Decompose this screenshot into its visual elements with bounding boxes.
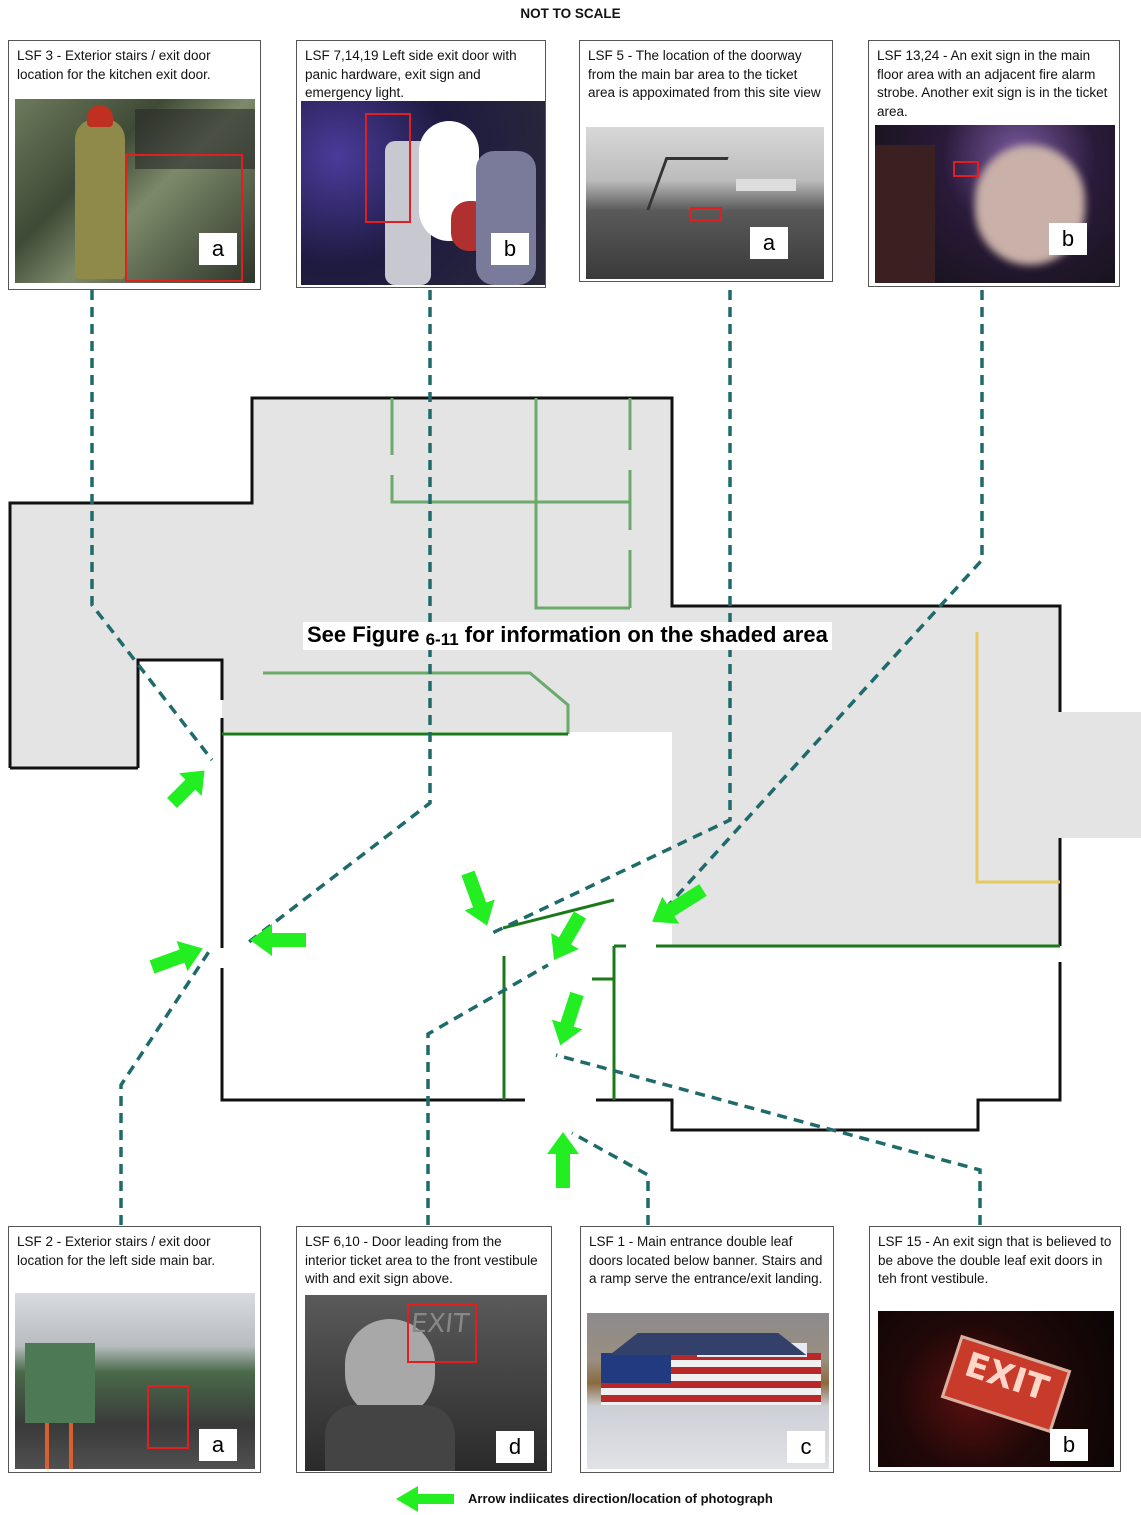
legend-arrow-icon (396, 1486, 454, 1512)
photo-location-box (365, 113, 411, 223)
photo-card-lsf2: LSF 2 - Exterior stairs / exit door loca… (8, 1226, 261, 1473)
card-caption: LSF 5 - The location of the doorway from… (588, 48, 821, 100)
photo-location-box (407, 1303, 477, 1363)
shaded-area-note: See Figure 6-11 for information on the s… (303, 622, 832, 650)
banner-prefix: See Figure (307, 622, 426, 647)
exterior-walls (8, 396, 1062, 1132)
photo-arrow (547, 1132, 579, 1188)
photo-letter: a (199, 1429, 237, 1461)
card-caption: LSF 6,10 - Door leading from the interio… (305, 1234, 538, 1286)
photo-arrow (461, 870, 495, 926)
main-entrance-photo (587, 1313, 829, 1469)
photo-card-lsf3: LSF 3 - Exterior stairs / exit door loca… (8, 40, 261, 290)
card-caption: LSF 1 - Main entrance double leaf doors … (589, 1234, 823, 1286)
yellow-partition (975, 632, 1060, 884)
kitchen-exit-photo (15, 99, 255, 283)
photo-letter: c (787, 1431, 825, 1463)
photo-location-box (125, 154, 243, 282)
photo-letter: a (750, 227, 788, 259)
photo-arrows (149, 770, 707, 1188)
site-view-photo (586, 127, 824, 279)
photo-location-box (953, 161, 979, 177)
shaded-area (10, 398, 1141, 946)
card-caption: LSF 3 - Exterior stairs / exit door loca… (17, 48, 211, 82)
photo-location-box (690, 207, 722, 221)
leader-lines (90, 290, 984, 1225)
photo-arrow (149, 941, 203, 974)
photo-card-lsf15: LSF 15 - An exit sign that is believed t… (869, 1226, 1121, 1472)
photo-letter: d (496, 1431, 534, 1463)
legend-text: Arrow indiicates direction/location of p… (468, 1491, 773, 1506)
photo-letter: a (199, 233, 237, 265)
photo-card-lsf13: LSF 13,24 - An exit sign in the main flo… (868, 40, 1120, 287)
photo-arrow (551, 991, 584, 1046)
legend: Arrow indiicates direction/location of p… (390, 1484, 870, 1514)
photo-card-lsf1: LSF 1 - Main entrance double leaf doors … (580, 1226, 834, 1473)
photo-arrow (167, 770, 205, 808)
photo-arrow (551, 911, 587, 961)
page-title: NOT TO SCALE (520, 6, 621, 21)
photo-arrow (250, 924, 306, 956)
card-caption: LSF 13,24 - An exit sign in the main flo… (877, 48, 1108, 119)
photo-location-box (147, 1385, 189, 1449)
photo-letter: b (1050, 1429, 1088, 1461)
interior-partitions-dark (222, 732, 1060, 1100)
photo-letter: b (1049, 223, 1087, 255)
banner-suffix: for information on the shaded area (458, 622, 828, 647)
card-caption: LSF 2 - Exterior stairs / exit door loca… (17, 1234, 216, 1268)
photo-card-lsf7: LSF 7,14,19 Left side exit door with pan… (296, 40, 546, 288)
photo-card-lsf5: LSF 5 - The location of the doorway from… (579, 40, 833, 282)
photo-letter: b (491, 233, 529, 265)
card-caption: LSF 15 - An exit sign that is believed t… (878, 1234, 1112, 1286)
main-floor-exit-sign-photo (875, 125, 1115, 283)
figure-number: 6-11 (425, 630, 459, 649)
photo-arrow (652, 884, 707, 924)
photo-card-lsf6: LSF 6,10 - Door leading from the interio… (296, 1226, 552, 1473)
interior-partitions-light (263, 398, 632, 734)
card-caption: LSF 7,14,19 Left side exit door with pan… (305, 48, 517, 100)
